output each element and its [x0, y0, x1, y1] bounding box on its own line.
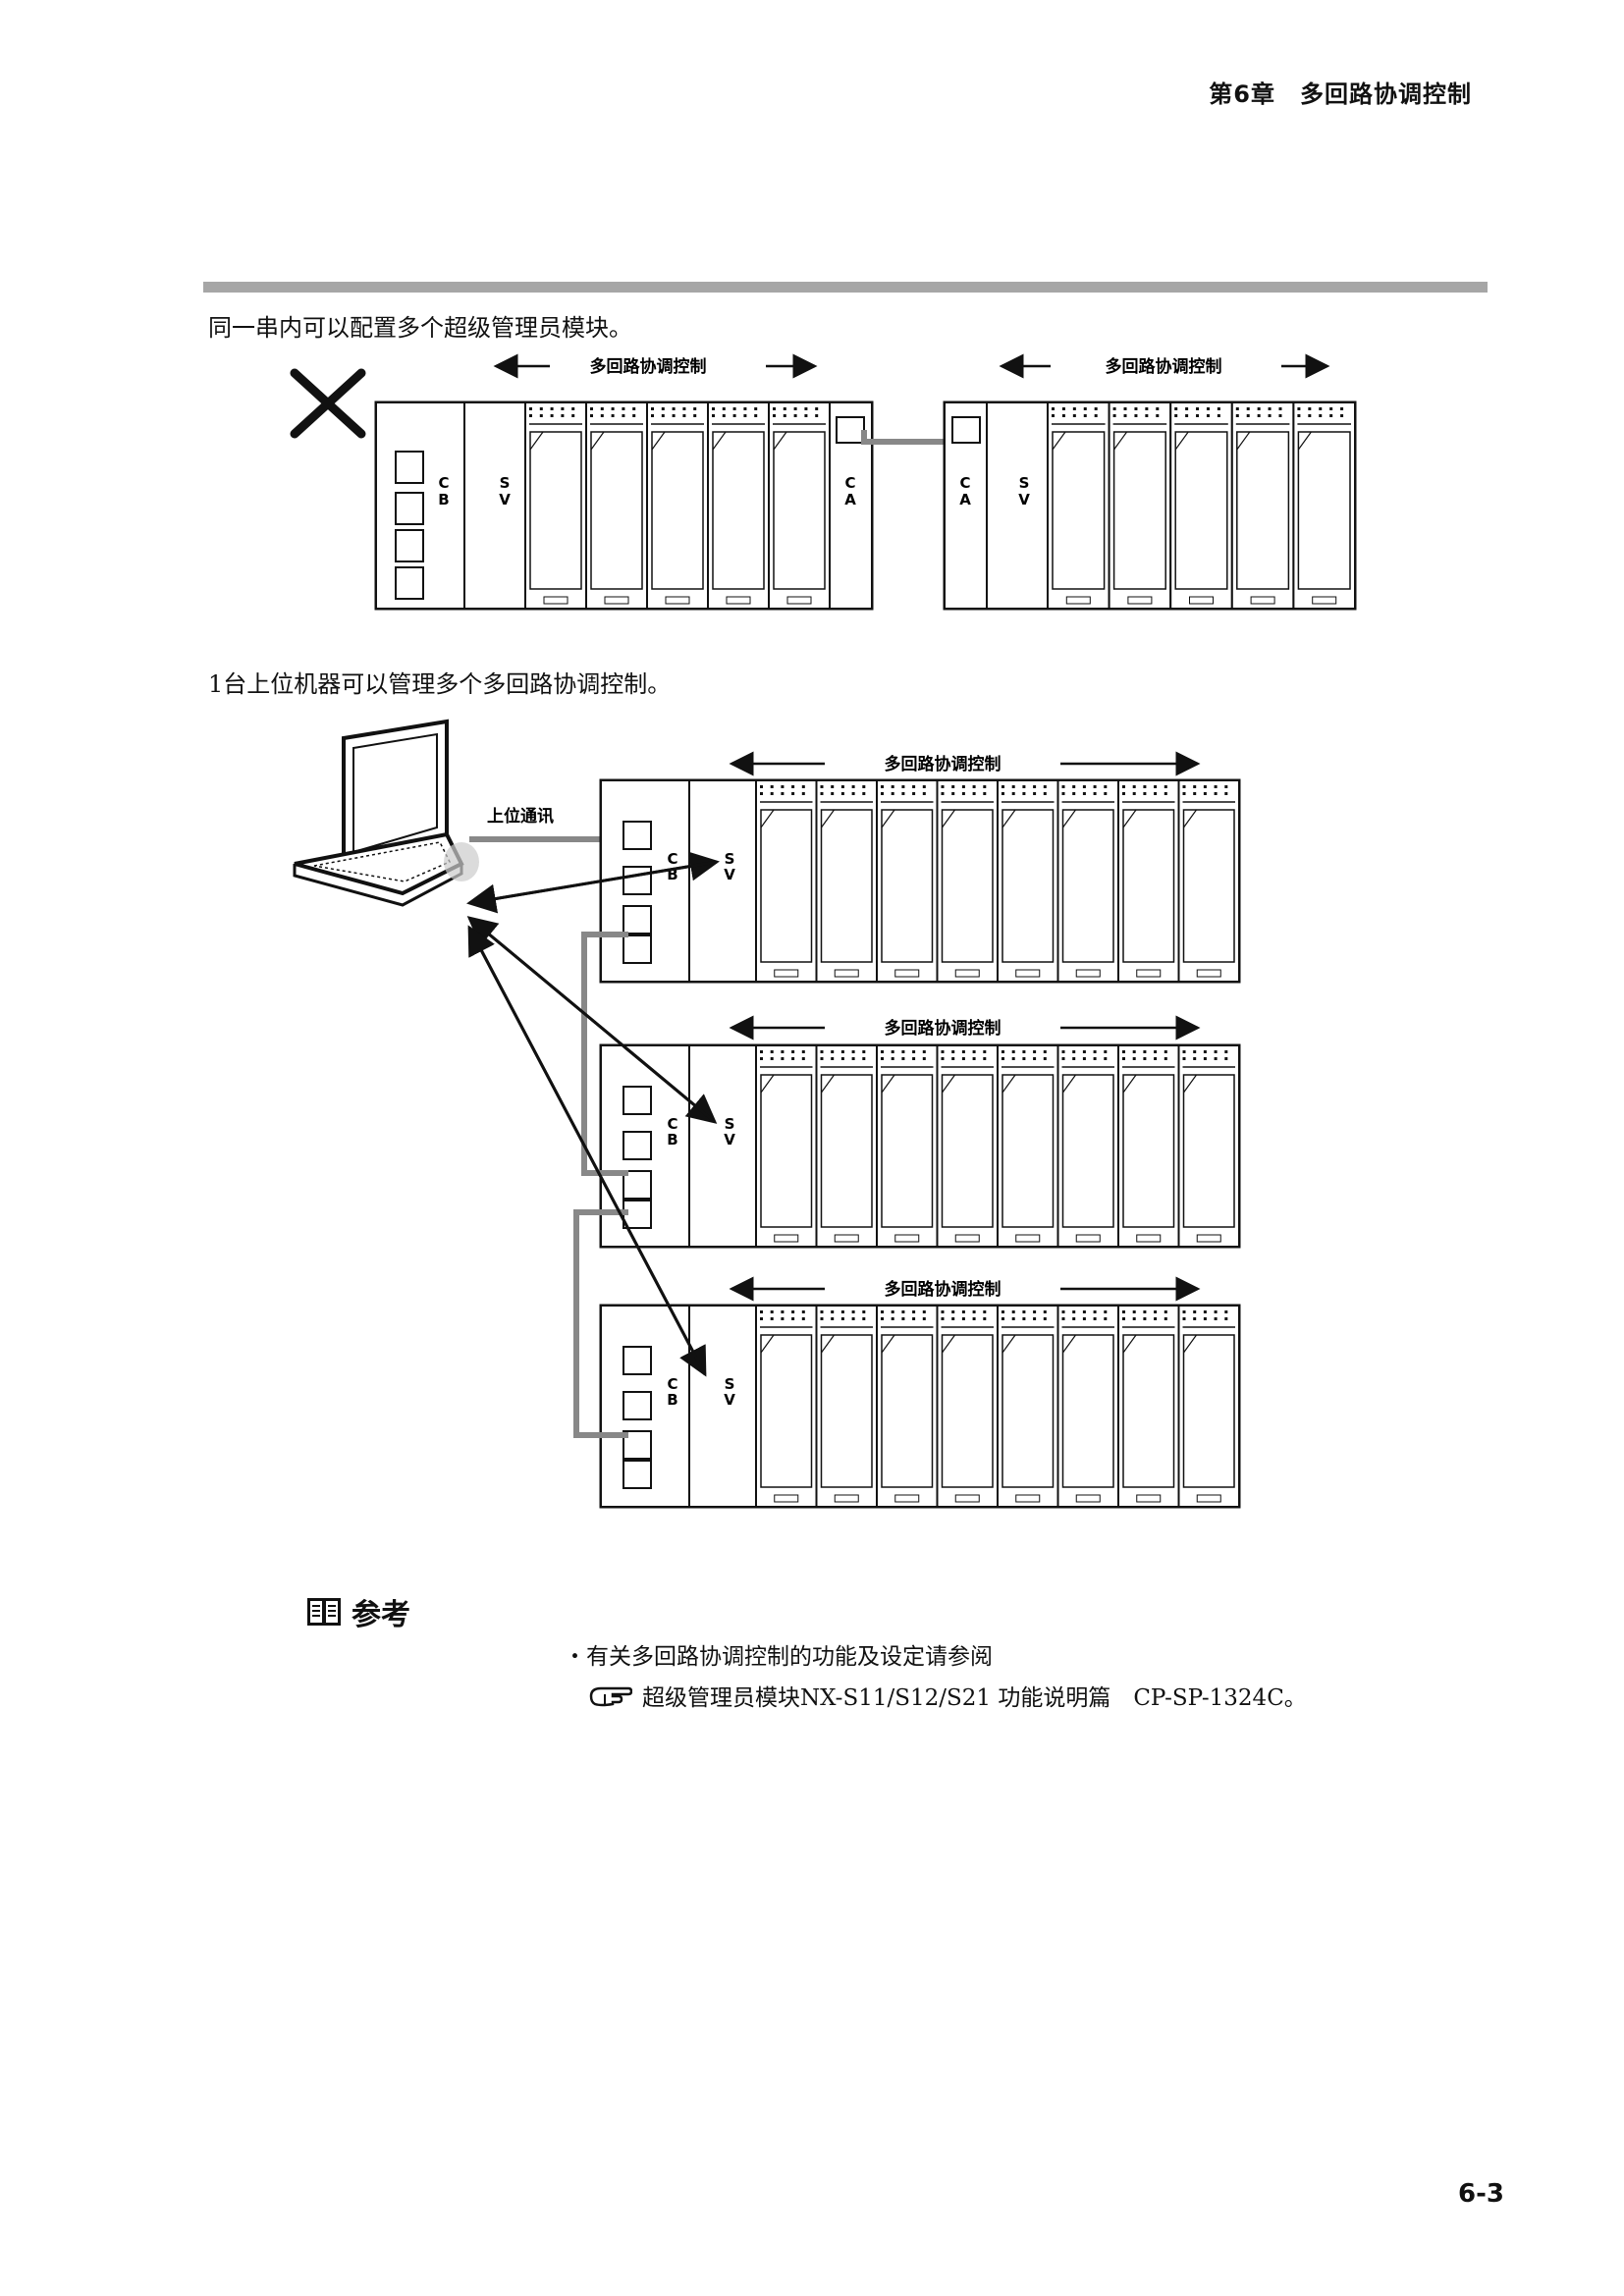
io-module: [1169, 401, 1233, 610]
io-module: [997, 779, 1059, 983]
svg-text:V: V: [724, 1131, 735, 1148]
diagram1-arrow-label-left: 多回路协调控制: [590, 356, 707, 377]
io-module: [997, 1305, 1059, 1508]
io-module: [1117, 1044, 1180, 1248]
io-module: [1056, 1305, 1119, 1508]
section1-text: 同一串内可以配置多个超级管理员模块。: [208, 314, 632, 342]
reference-line1: ・有关多回路协调控制的功能及设定请参阅: [564, 1637, 993, 1671]
svg-text:S: S: [1019, 474, 1030, 492]
io-module: [936, 1305, 999, 1508]
io-module: [524, 401, 587, 610]
svg-text:S: S: [500, 474, 511, 492]
section-divider: [203, 282, 1488, 293]
svg-text:A: A: [844, 491, 856, 508]
io-module: [585, 401, 648, 610]
io-module: [1177, 779, 1240, 983]
svg-text:V: V: [724, 866, 735, 883]
section2-text: 1台上位机器可以管理多个多回路协调控制。: [208, 670, 672, 698]
io-module: [1292, 401, 1357, 610]
io-module: [1177, 1044, 1240, 1248]
rack-label: 多回路协调控制: [885, 1018, 1001, 1039]
diagram1-arrow-label-right: 多回路协调控制: [1106, 356, 1222, 377]
svg-text:B: B: [667, 866, 677, 883]
x-mark-icon: [290, 368, 366, 439]
io-module: [1056, 779, 1119, 983]
io-module: [1117, 1305, 1180, 1508]
svg-text:A: A: [959, 491, 971, 508]
laptop-icon: [293, 719, 479, 907]
svg-text:C: C: [667, 850, 677, 868]
io-module: [997, 1044, 1059, 1248]
io-module: [1056, 1044, 1119, 1248]
reference-title-text: 参考: [352, 1598, 410, 1632]
io-module: [876, 1305, 939, 1508]
io-module: [646, 401, 709, 610]
svg-text:S: S: [725, 1375, 735, 1393]
io-module: [1230, 401, 1295, 610]
io-module: [755, 779, 818, 983]
io-module: [1108, 401, 1172, 610]
io-module: [815, 1305, 878, 1508]
rack-1: CB SV 多回路协调控制: [599, 751, 1241, 984]
reference-line1-text: 有关多回路协调控制的功能及设定请参阅: [586, 1644, 993, 1670]
io-module: [815, 779, 878, 983]
rack-2: CB SV 多回路协调控制: [599, 1015, 1241, 1249]
svg-text:B: B: [667, 1131, 677, 1148]
io-module: [755, 1305, 818, 1508]
svg-text:S: S: [725, 1115, 735, 1133]
reference-line2: 超级管理员模块NX-S11/S12/S21 功能说明篇 CP-SP-1324C。: [589, 1679, 1307, 1712]
chapter-header: 第6章 多回路协调控制: [1209, 80, 1472, 108]
svg-text:V: V: [1018, 491, 1030, 508]
svg-text:C: C: [844, 474, 855, 492]
rack-left: C B S V C A: [374, 400, 874, 611]
rack-3: CB SV 多回路协调控制: [599, 1276, 1241, 1509]
pointing-hand-icon: [589, 1686, 632, 1707]
io-module: [768, 401, 831, 610]
bullet: ・: [564, 1644, 586, 1670]
io-module: [936, 779, 999, 983]
io-module: [755, 1044, 818, 1248]
rack-right: C A S V: [943, 400, 1357, 611]
svg-text:C: C: [667, 1375, 677, 1393]
svg-text:B: B: [438, 491, 449, 508]
page-number: 6-3: [1458, 2179, 1504, 2209]
book-icon: [307, 1598, 341, 1626]
io-module: [1117, 779, 1180, 983]
io-module: [815, 1044, 878, 1248]
svg-text:C: C: [959, 474, 970, 492]
rack-label: 多回路协调控制: [885, 754, 1001, 774]
io-module: [876, 1044, 939, 1248]
io-module: [1177, 1305, 1240, 1508]
svg-text:V: V: [724, 1391, 735, 1409]
io-module: [876, 779, 939, 983]
svg-text:B: B: [667, 1391, 677, 1409]
svg-text:V: V: [499, 491, 511, 508]
reference-line2-text: 超级管理员模块NX-S11/S12/S21 功能说明篇 CP-SP-1324C。: [642, 1685, 1307, 1711]
rack-label: 多回路协调控制: [885, 1279, 1001, 1300]
io-module: [1047, 401, 1110, 610]
comm-label: 上位通讯: [487, 806, 554, 827]
io-module: [936, 1044, 999, 1248]
reference-title: 参考: [306, 1590, 410, 1633]
svg-text:C: C: [438, 474, 449, 492]
svg-text:S: S: [725, 850, 735, 868]
io-module: [707, 401, 770, 610]
svg-text:C: C: [667, 1115, 677, 1133]
diagram1: 多回路协调控制 多回路协调控制 C B S V C A: [290, 353, 1357, 611]
